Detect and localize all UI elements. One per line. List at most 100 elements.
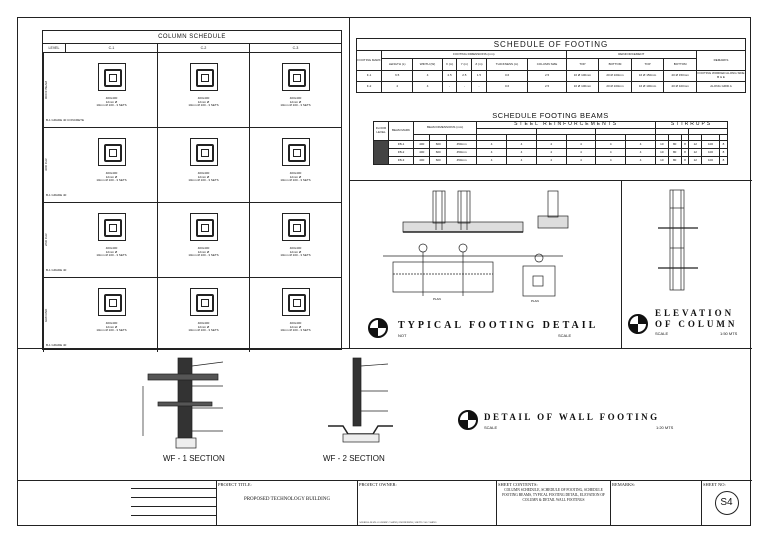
footing-subheader: THICKNESS (m) bbox=[485, 58, 529, 71]
beam-cell-span: 450mm bbox=[445, 156, 478, 165]
sheet-no: S4 bbox=[720, 497, 733, 508]
footing-cell-r4: 20 Ø 100mm bbox=[663, 81, 697, 93]
column-ties: 10mm Ø 100 - 3 SETS bbox=[96, 328, 127, 333]
beam-steel-cell: 4 bbox=[595, 140, 627, 149]
column-ties: 10mm Ø 100 - 3 SETS bbox=[96, 103, 127, 108]
drawing-sheet: COLUMN SCHEDULE LEVEL C-1 C-2 C-3 ROOF B… bbox=[17, 17, 752, 526]
wall-footing-title: DETAIL OF WALL FOOTING bbox=[484, 412, 660, 422]
footing-cell-mark: F-2 bbox=[356, 81, 382, 93]
column-bars: 12mm Ø bbox=[289, 249, 302, 254]
column-bars: 12mm Ø bbox=[197, 174, 210, 179]
beam-stirrup-cell: 8 bbox=[680, 140, 690, 149]
footing-cell-r2: 20 Ø 100mm bbox=[598, 81, 632, 93]
footing-cell-c: 2.5 bbox=[527, 81, 567, 93]
wall-footing-scale-value: 1:20 MTS bbox=[656, 425, 674, 430]
column-ties: 10mm Ø 100 - 3 SETS bbox=[280, 328, 311, 333]
sheet-no-label: SHEET NO: bbox=[703, 482, 726, 487]
column-section-icon bbox=[281, 288, 310, 316]
column-ties: 10mm Ø 100 - 3 SETS bbox=[280, 178, 311, 183]
level-label: 2ND FLR bbox=[43, 203, 66, 277]
footing-schedule: SCHEDULE OF FOOTING FOOTING MARK FOOTING… bbox=[356, 38, 746, 93]
plan-label-2: PLAN bbox=[531, 299, 539, 303]
column-ties: 10mm Ø 100 - 3 SETS bbox=[96, 253, 127, 258]
beam-steel-cell: 4 bbox=[506, 156, 537, 165]
column-bars: 12mm Ø bbox=[105, 99, 118, 104]
column-section-icon bbox=[281, 63, 310, 91]
column-size: 400x400 bbox=[105, 246, 118, 250]
divider-horizontal-3 bbox=[18, 480, 752, 481]
col-header-c2: C-2 bbox=[158, 44, 250, 52]
divider-horizontal-2 bbox=[18, 348, 752, 349]
sheet-contents-label: SHEET CONTENTS: bbox=[498, 482, 538, 487]
stirrups-header: STIRRUPS bbox=[654, 121, 729, 129]
sheet-no-circle: S4 bbox=[714, 491, 739, 515]
beam-steel-cell: 4 bbox=[625, 156, 656, 165]
footing-cell-r1: 16 Ø 100mm bbox=[565, 70, 600, 82]
column-size: 400x400 bbox=[197, 321, 210, 325]
footing-subheader: Y (m) bbox=[456, 58, 473, 71]
column-bars: 12mm Ø bbox=[105, 324, 118, 329]
column-elevation-drawing bbox=[658, 189, 698, 291]
col-header-c1: C-1 bbox=[66, 44, 158, 52]
col-header-c3: C-3 bbox=[292, 46, 299, 50]
beam-steel-cell: 4 bbox=[535, 140, 567, 149]
footing-beams-table: FLOOR LEVEL BEAM MARK BEAM DIMENSIONS (m… bbox=[373, 121, 729, 165]
beam-cell-d: 600 bbox=[429, 156, 447, 165]
beam-stirrup-cell: 100 bbox=[701, 148, 720, 157]
column-section-icon bbox=[189, 63, 218, 91]
column-size: 400x400 bbox=[289, 171, 302, 175]
beam-cell-mark: FB-3 bbox=[388, 156, 414, 165]
north-arrow-icon bbox=[458, 410, 478, 430]
north-arrow-icon bbox=[628, 314, 648, 334]
column-ties: 10mm Ø 100 - 3 SETS bbox=[188, 178, 219, 183]
footing-dim-header: FOOTING DIMENSIONS (mm) bbox=[381, 50, 567, 59]
beam-cell-d: 600 bbox=[429, 148, 447, 157]
typical-footing-title-block: TYPICAL FOOTING DETAIL NOT SCALE bbox=[368, 316, 598, 342]
level-label: 3RD FLR bbox=[43, 128, 66, 202]
title-block-left-grid bbox=[131, 480, 216, 526]
column-bars: 12mm Ø bbox=[105, 249, 118, 254]
column-size: 400x400 bbox=[105, 321, 118, 325]
column-section-icon bbox=[97, 138, 126, 166]
floor-level-cell bbox=[373, 140, 389, 165]
column-section-icon bbox=[189, 138, 218, 166]
beam-stirrup-cell: 10 bbox=[654, 140, 669, 149]
level-header: LEVEL bbox=[43, 44, 66, 52]
elevation-title-block: ELEVATION OF COLUMN SCALE 1:50 MTS bbox=[628, 308, 748, 342]
footing-cell-r4: 20 Ø 150mm bbox=[663, 70, 697, 82]
beam-steel-cell: 4 bbox=[476, 140, 508, 149]
footing-cell-x: - bbox=[441, 81, 458, 93]
beam-dim-header: BEAM DIMENSIONS (mm) bbox=[412, 121, 478, 135]
beam-stirrup-cell: 8 bbox=[718, 156, 729, 165]
footing-cell-y: - bbox=[456, 81, 473, 93]
footing-cell-r2: 20 Ø 100mm bbox=[598, 70, 632, 82]
column-section-icon bbox=[281, 138, 310, 166]
footing-schedule-table: FOOTING MARK FOOTING DIMENSIONS (mm) REI… bbox=[356, 50, 746, 93]
footing-cell-t: 0.6 bbox=[485, 70, 529, 82]
level-note: B-1 GRADE 40 bbox=[46, 268, 67, 273]
project-owner-cell: PROJECT OWNER: ADDRESS: MAIN ACADEMIC CA… bbox=[357, 480, 497, 526]
project-title: PROPOSED TECHNOLOGY BUILDING bbox=[243, 497, 331, 502]
column-size: 400x400 bbox=[197, 171, 210, 175]
beam-stirrup-cell: 10 bbox=[654, 148, 669, 157]
level-label: ROOF BEAM bbox=[43, 53, 66, 127]
footing-subheader: BOTTOM bbox=[598, 58, 632, 71]
beam-cell-mark: FB-2 bbox=[388, 148, 414, 157]
typical-footing-drawing: PLAN PLAN bbox=[383, 190, 569, 303]
beam-steel-cell: 4 bbox=[535, 156, 567, 165]
column-section-icon bbox=[97, 213, 126, 241]
remarks-label: REMARKS: bbox=[612, 482, 636, 487]
footing-subheader: X (m) bbox=[441, 58, 458, 71]
beam-stirrup-cell: 12 bbox=[688, 148, 703, 157]
column-size: 400x400 bbox=[197, 96, 210, 100]
beam-steel-cell: 4 bbox=[625, 140, 656, 149]
sheet-contents: COLUMN SCHEDULE, SCHEDULE OF FOOTING, SC… bbox=[502, 488, 605, 502]
footing-cell-z: - bbox=[471, 81, 487, 93]
